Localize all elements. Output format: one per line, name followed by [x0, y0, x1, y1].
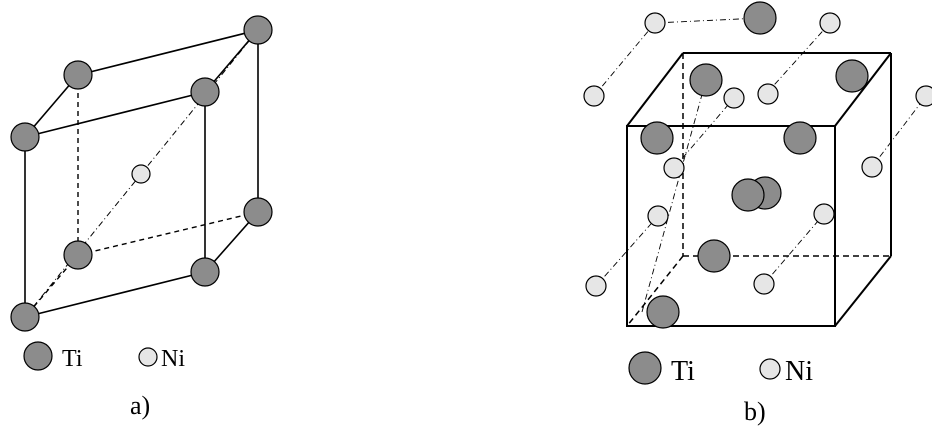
ti-atom	[190, 77, 220, 107]
ti-atom	[783, 121, 817, 155]
panel-a-atoms	[10, 15, 273, 332]
ti-atom	[697, 239, 731, 273]
ti-atom	[731, 178, 765, 212]
ti-atom	[63, 240, 93, 270]
panel-b-atoms	[583, 1, 932, 329]
legend-ti-symbol	[23, 341, 53, 371]
panel-b: Ti Ni b)	[583, 1, 932, 426]
ni-atom	[813, 203, 835, 225]
legend-ti-label: Ti	[62, 346, 83, 372]
ni-atom	[585, 275, 607, 297]
ni-atom	[583, 85, 605, 107]
ti-atom	[640, 121, 674, 155]
ni-atom	[647, 205, 669, 227]
legend-ni-symbol	[138, 347, 158, 367]
ni-atom	[753, 273, 775, 295]
ni-atom	[915, 85, 932, 107]
legend-ni-label: Ni	[785, 356, 813, 387]
ti-atom	[835, 59, 869, 93]
ni-atom	[861, 156, 883, 178]
ni-atom	[819, 12, 841, 34]
ti-atom	[646, 295, 680, 329]
panel-b-lattice-lines	[593, 17, 927, 313]
ni-atom	[723, 87, 745, 109]
legend-ti-label: Ti	[671, 356, 695, 387]
panel-a-hidden-edges	[24, 75, 259, 318]
ti-atom	[10, 122, 40, 152]
panel-b-cell-edges	[626, 52, 892, 327]
ti-atom	[243, 15, 273, 45]
ni-atom	[644, 12, 666, 34]
ni-atom	[663, 157, 685, 179]
ti-atom	[190, 257, 220, 287]
panel-a-caption: a)	[130, 391, 150, 420]
legend-ni-label: Ni	[161, 346, 185, 372]
ni-atom	[757, 83, 779, 105]
ti-atom	[743, 1, 777, 35]
ni-atom	[131, 164, 151, 184]
legend-ni-symbol	[759, 358, 781, 380]
panel-a-legend: Ti Ni	[23, 341, 185, 372]
ti-atom	[63, 60, 93, 90]
panel-b-legend: Ti Ni	[628, 351, 813, 387]
ti-atom	[243, 197, 273, 227]
legend-ti-symbol	[628, 351, 662, 385]
ti-atom	[10, 302, 40, 332]
ti-atom	[689, 63, 723, 97]
panel-b-caption: b)	[744, 397, 766, 426]
panel-a: Ti Ni a)	[10, 15, 273, 420]
